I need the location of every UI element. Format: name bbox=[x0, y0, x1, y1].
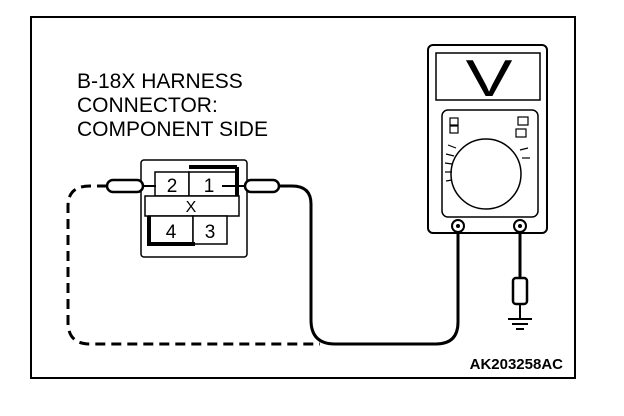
voltmeter: V bbox=[427, 44, 548, 234]
probe-pin-1 bbox=[243, 178, 281, 194]
caption-line-1: B-18X HARNESS bbox=[77, 70, 243, 93]
probe-pin-2 bbox=[105, 178, 145, 194]
pin-cell-3 bbox=[192, 215, 228, 245]
meter-display bbox=[435, 52, 541, 101]
pin-label-4: 4 bbox=[166, 222, 177, 243]
caption-line-2: CONNECTOR: bbox=[77, 94, 218, 117]
ground-clip bbox=[511, 276, 529, 306]
meter-indicator-left-2 bbox=[449, 125, 459, 134]
test-probes bbox=[105, 178, 281, 194]
connector-caption: B-18X HARNESS CONNECTOR: COMPONENT SIDE bbox=[77, 70, 268, 141]
meter-indicator-left bbox=[449, 117, 459, 126]
caption-line-3: COMPONENT SIDE bbox=[77, 118, 268, 141]
meter-indicator-right bbox=[517, 116, 529, 126]
pin-label-2: 2 bbox=[167, 176, 178, 197]
dashed-lead-from-pin-2 bbox=[66, 184, 320, 346]
meter-range-ticks bbox=[444, 144, 530, 182]
pin-label-1: 1 bbox=[204, 176, 215, 197]
figure-code: AK203258AC bbox=[470, 356, 564, 373]
meter-display-symbol: V bbox=[466, 50, 513, 108]
b18x-connector: 2 1 X 4 3 bbox=[140, 159, 248, 258]
meter-indicator-right-2 bbox=[515, 128, 527, 138]
ground-symbol-icon bbox=[508, 318, 532, 330]
solid-lead-pin-1-to-meter bbox=[279, 184, 460, 346]
figure-frame bbox=[30, 16, 576, 379]
center-mark: X bbox=[186, 199, 197, 216]
pin-label-3: 3 bbox=[205, 222, 216, 243]
meter-terminal-negative-core bbox=[518, 224, 522, 228]
ground-lead bbox=[508, 232, 532, 330]
meter-terminal-positive-core bbox=[456, 224, 460, 228]
meter-selector-dial bbox=[450, 138, 522, 210]
